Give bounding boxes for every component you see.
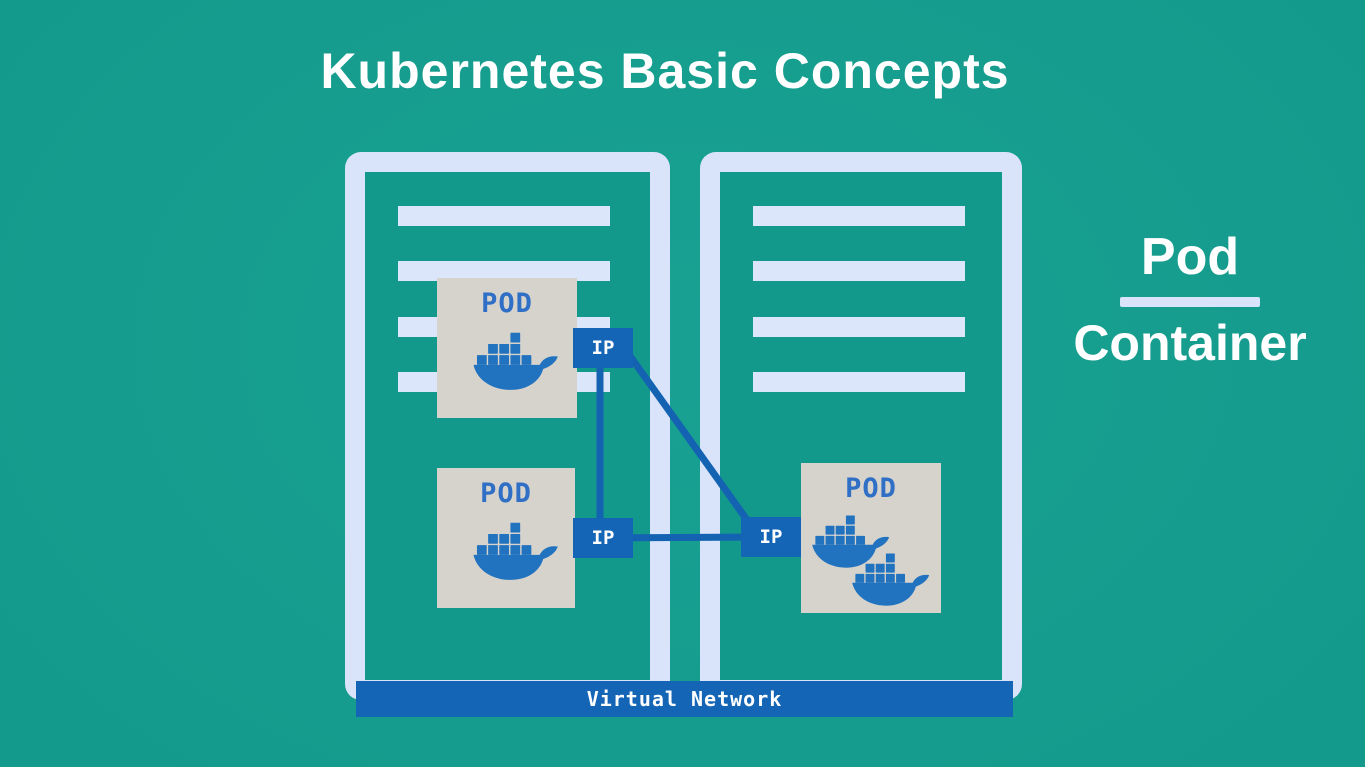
ip-box-1: IP (573, 328, 633, 368)
pod-label: POD (845, 473, 897, 504)
node-slot-bar (753, 317, 965, 337)
node-slot-bar (398, 206, 610, 226)
ip-label: IP (591, 337, 615, 359)
virtual-network-label: Virtual Network (586, 687, 783, 711)
virtual-network-bar: Virtual Network (356, 681, 1013, 717)
docker-whale-icon (812, 515, 890, 568)
pod-label: POD (481, 288, 533, 319)
node-slot-bar (398, 261, 610, 281)
docker-whale-icon (473, 332, 558, 390)
ip-box-3: IP (741, 517, 801, 557)
legend-pod-label: Pod (1140, 228, 1240, 286)
pod-box-1: POD (437, 278, 577, 418)
pod-box-2: POD (437, 468, 575, 608)
ip-label: IP (759, 526, 783, 548)
node-slot-bar (753, 261, 965, 281)
node-slot-bar (753, 206, 965, 226)
ip-box-2: IP (573, 518, 633, 558)
docker-whale-icon (473, 522, 558, 580)
docker-whale-icon (852, 553, 930, 606)
pod-container-legend: Pod Container (1040, 230, 1340, 369)
ip-label: IP (591, 527, 615, 549)
page-title: Kubernetes Basic Concepts (320, 43, 1010, 99)
legend-container-label: Container (1073, 314, 1307, 371)
legend-divider (1120, 296, 1260, 307)
link-line-diagonal (627, 353, 755, 530)
pod-box-3: POD (801, 463, 941, 613)
node-slot-bar (753, 372, 965, 392)
pod-label: POD (480, 478, 532, 509)
